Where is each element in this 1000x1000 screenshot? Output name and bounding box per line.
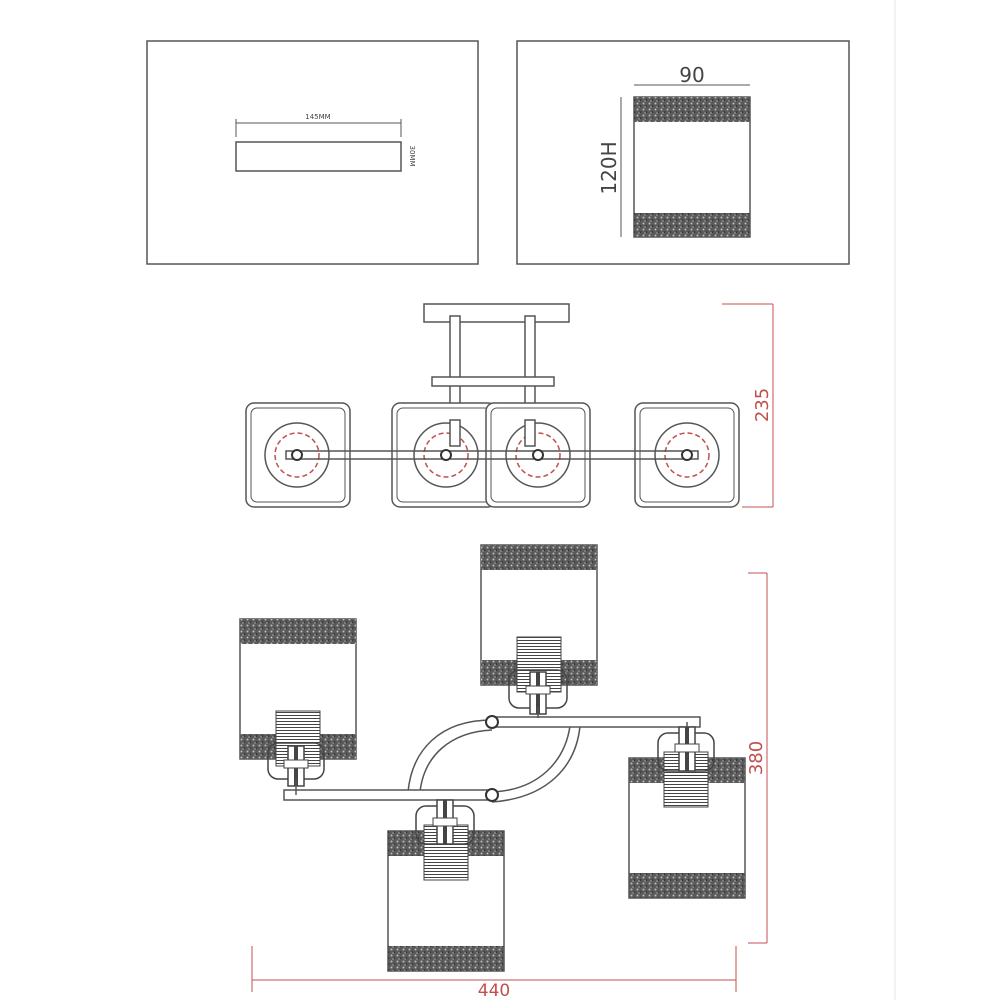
depth-dim-label: 380 xyxy=(746,741,767,775)
socket-dot-4 xyxy=(681,449,693,461)
base-plate-frame xyxy=(146,40,479,265)
curve-arm-upper-outer xyxy=(407,719,493,793)
shade-bottom-band xyxy=(634,213,750,237)
curve-arm-upper-inner xyxy=(419,729,493,793)
shade-panel-frame xyxy=(516,40,850,265)
upper-arm xyxy=(491,716,701,728)
horizontal-arm xyxy=(285,450,699,460)
shade-height-label: 120H xyxy=(597,141,621,194)
joint-upper xyxy=(485,715,499,729)
curve-arm-lower-inner xyxy=(491,725,581,803)
socket-dot-1 xyxy=(291,449,303,461)
base-plate-panel: 145MM 30MM xyxy=(146,40,479,265)
shade-panel: 90 120H xyxy=(516,40,850,265)
top-shade-left xyxy=(239,618,357,795)
crossbar xyxy=(431,376,555,387)
joint-lower xyxy=(485,788,499,802)
rod-lower-right xyxy=(524,419,536,447)
base-plate-rect xyxy=(235,141,402,172)
side-elevation: 235 xyxy=(245,303,774,508)
shade-width-label: 90 xyxy=(679,63,704,87)
socket-dot-2 xyxy=(440,449,452,461)
base-width-label: 145MM xyxy=(305,113,330,121)
height-dim-label: 235 xyxy=(752,388,773,422)
rod-lower-left xyxy=(449,419,461,447)
top-shade-right xyxy=(628,722,746,899)
shade-top-band xyxy=(634,97,750,122)
width-dim-label: 440 xyxy=(478,981,510,1000)
top-shade-bottom xyxy=(387,799,505,972)
ceiling-plate xyxy=(423,303,570,323)
top-shade-center xyxy=(480,544,598,718)
socket-dot-3 xyxy=(532,449,544,461)
base-height-label: 30MM xyxy=(408,146,416,167)
lower-arm xyxy=(283,789,493,801)
top-view: 380 440 xyxy=(239,544,768,1000)
curve-arm-lower-outer xyxy=(491,725,571,793)
